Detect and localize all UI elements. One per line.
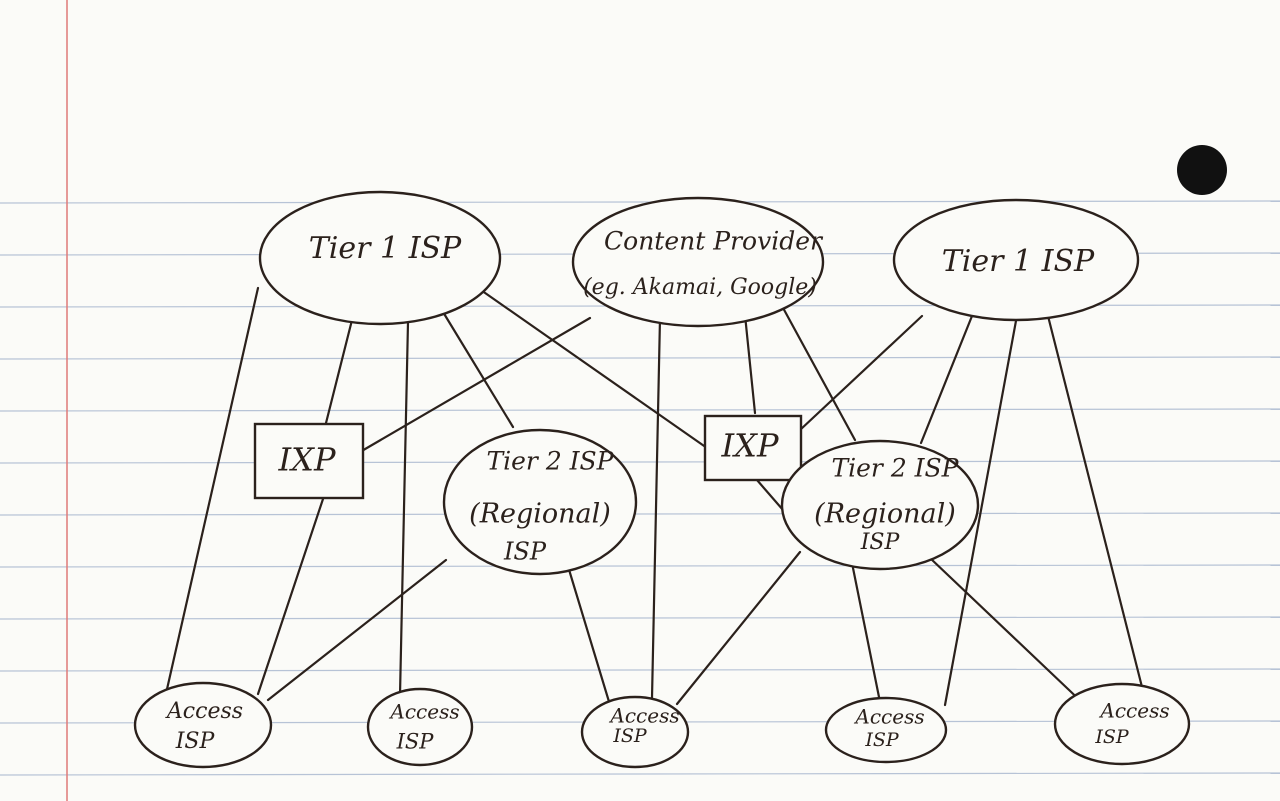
ruled-line bbox=[0, 200, 1280, 204]
edge-tier1-right-to-access-5 bbox=[1046, 314, 1144, 689]
edge-content-to-ixp-right bbox=[743, 313, 757, 415]
binder-hole bbox=[1177, 145, 1227, 195]
edge-tier1-right-to-ixp-right bbox=[798, 314, 924, 432]
edge-tier1-left-to-access-1 bbox=[163, 286, 260, 700]
tier1-isp-left-shape bbox=[258, 190, 502, 326]
ixp-left-label: IXP bbox=[278, 441, 336, 479]
network-nodes: Tier 1 ISP Content Provider (eg. Akamai,… bbox=[133, 190, 1191, 769]
tier2-isp-left-title: Tier 2 ISP bbox=[486, 447, 614, 476]
access-isp-3-label: Access bbox=[608, 704, 679, 728]
access-isp-4-shape bbox=[824, 696, 948, 764]
tier2-isp-right-regional: (Regional) bbox=[814, 499, 956, 530]
access-isp-4-label: Access bbox=[853, 705, 924, 729]
ruled-line bbox=[0, 356, 1280, 360]
access-isp-node-2: Access ISP bbox=[366, 687, 474, 767]
content-provider-shape bbox=[571, 196, 825, 328]
access-isp-3-sublabel: ISP bbox=[612, 725, 648, 747]
edge-tier2-right-to-access-4 bbox=[851, 566, 882, 704]
ruled-line bbox=[0, 668, 1280, 672]
edge-content-to-access-3 bbox=[650, 316, 662, 700]
edge-ixp-left-to-access-1 bbox=[256, 488, 328, 696]
access-isp-4-sublabel: ISP bbox=[864, 729, 900, 751]
tier2-isp-left-shape bbox=[442, 428, 638, 576]
tier1-isp-left-node: Tier 1 ISP bbox=[258, 190, 502, 326]
edge-tier2-left-to-access-3 bbox=[565, 561, 612, 707]
tier2-isp-left-regional: (Regional) bbox=[469, 499, 611, 530]
access-isp-node-1: Access ISP bbox=[133, 681, 273, 769]
ixp-right-label: IXP bbox=[721, 427, 779, 465]
ruled-line bbox=[0, 512, 1280, 516]
tier2-isp-right-title: Tier 2 ISP bbox=[831, 454, 959, 483]
access-isp-1-sublabel: ISP bbox=[175, 729, 216, 754]
tier1-isp-right-node: Tier 1 ISP bbox=[892, 198, 1140, 322]
edge-tier2-right-to-access-5 bbox=[928, 556, 1090, 710]
tier1-isp-left-label: Tier 1 ISP bbox=[309, 231, 462, 266]
content-provider-node: Content Provider (eg. Akamai, Google) bbox=[571, 196, 825, 328]
edge-content-to-tier2-right bbox=[780, 304, 857, 442]
tier2-isp-left-isp: ISP bbox=[503, 538, 547, 566]
content-provider-examples-label: (eg. Akamai, Google) bbox=[583, 275, 817, 300]
edge-ixp-right-to-tier2-right bbox=[755, 478, 785, 512]
access-isp-node-4: Access ISP bbox=[824, 696, 948, 764]
edge-tier1-left-to-ixp-left bbox=[323, 318, 354, 429]
access-isp-5-sublabel: ISP bbox=[1094, 726, 1130, 748]
edge-tier1-left-to-access-2 bbox=[398, 320, 410, 697]
ruled-line bbox=[0, 616, 1280, 620]
tier2-isp-right-isp: ISP bbox=[860, 530, 901, 555]
tier2-isp-right-node: Tier 2 ISP (Regional) ISP bbox=[780, 439, 980, 571]
access-isp-3-shape bbox=[580, 695, 690, 769]
ixp-right-node: IXP bbox=[703, 414, 803, 482]
edge-tier1-right-to-tier2-right bbox=[919, 314, 974, 445]
access-isp-2-sublabel: ISP bbox=[396, 730, 435, 754]
access-isp-node-3: Access ISP bbox=[580, 695, 690, 769]
access-isp-node-5: Access ISP bbox=[1053, 682, 1191, 766]
access-isp-1-label: Access bbox=[165, 699, 243, 724]
access-isp-2-shape bbox=[366, 687, 474, 767]
access-isp-2-label: Access bbox=[388, 700, 459, 724]
edge-tier2-left-to-access-1 bbox=[266, 558, 448, 702]
ruled-line bbox=[0, 564, 1280, 568]
edge-tier1-right-to-access-4 bbox=[943, 308, 1020, 707]
edge-tier1-left-to-ixp-right bbox=[476, 286, 709, 450]
access-isp-5-shape bbox=[1053, 682, 1191, 766]
tier1-isp-right-shape bbox=[892, 198, 1140, 322]
tier2-isp-right-shape bbox=[780, 439, 980, 571]
edge-tier2-right-to-access-3 bbox=[675, 550, 802, 706]
ruled-line bbox=[0, 772, 1280, 776]
access-isp-5-label: Access bbox=[1098, 699, 1169, 723]
ixp-left-shape bbox=[253, 422, 365, 500]
content-provider-label: Content Provider bbox=[604, 227, 824, 256]
tier1-isp-right-label: Tier 1 ISP bbox=[942, 244, 1095, 279]
access-isp-1-shape bbox=[133, 681, 273, 769]
ixp-left-node: IXP bbox=[253, 422, 365, 500]
connection-lines bbox=[163, 286, 1144, 710]
ruled-line bbox=[0, 460, 1280, 464]
ruled-line bbox=[0, 408, 1280, 412]
edge-content-to-ixp-left bbox=[358, 316, 592, 454]
ixp-right-shape bbox=[703, 414, 803, 482]
edge-tier1-left-to-tier2-left bbox=[441, 310, 515, 429]
tier2-isp-left-node: Tier 2 ISP (Regional) ISP bbox=[442, 428, 638, 576]
